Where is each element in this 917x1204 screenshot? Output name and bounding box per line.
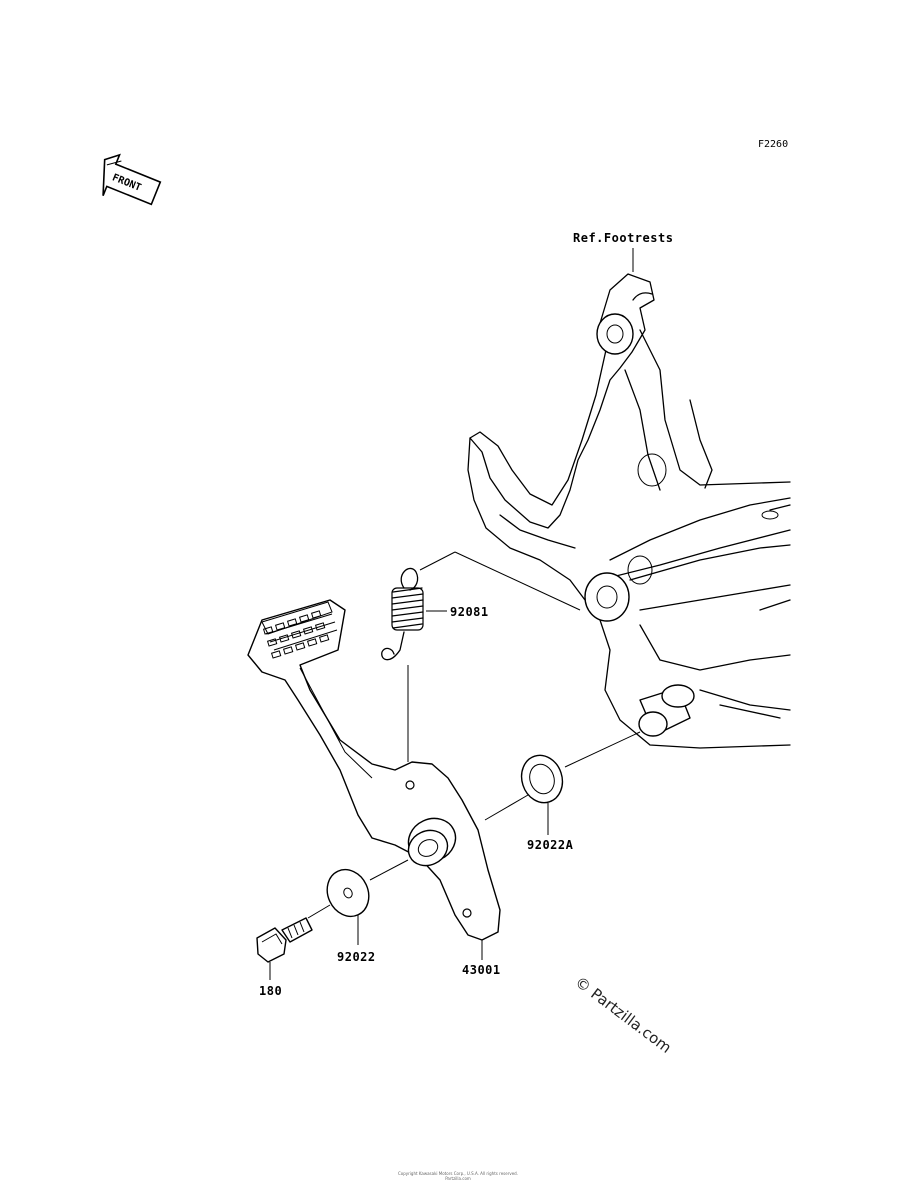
reference-label: Ref.Footrests [573,231,673,245]
label-43001: 43001 [462,963,501,977]
front-arrow-icon: FRONT [102,153,162,206]
label-92081: 92081 [450,605,489,619]
footer-site: Partzilla.com [445,1176,471,1181]
watermark: © Partzilla.com [572,973,675,1057]
washer-92022a [520,754,564,804]
washer-92022 [326,868,370,918]
footrest-bracket [467,273,791,749]
footer-copyright: Copyright Kawasaki Motors Corp., U.S.A. … [398,1171,518,1176]
brake-pedal [247,599,501,941]
pivot-boss [638,684,695,737]
return-spring [381,567,424,661]
label-92022: 92022 [337,950,376,964]
diagram-code: F2260 [758,139,788,150]
label-92022a: 92022A [527,838,574,852]
label-180: 180 [259,984,282,998]
bolt-180 [256,917,313,963]
